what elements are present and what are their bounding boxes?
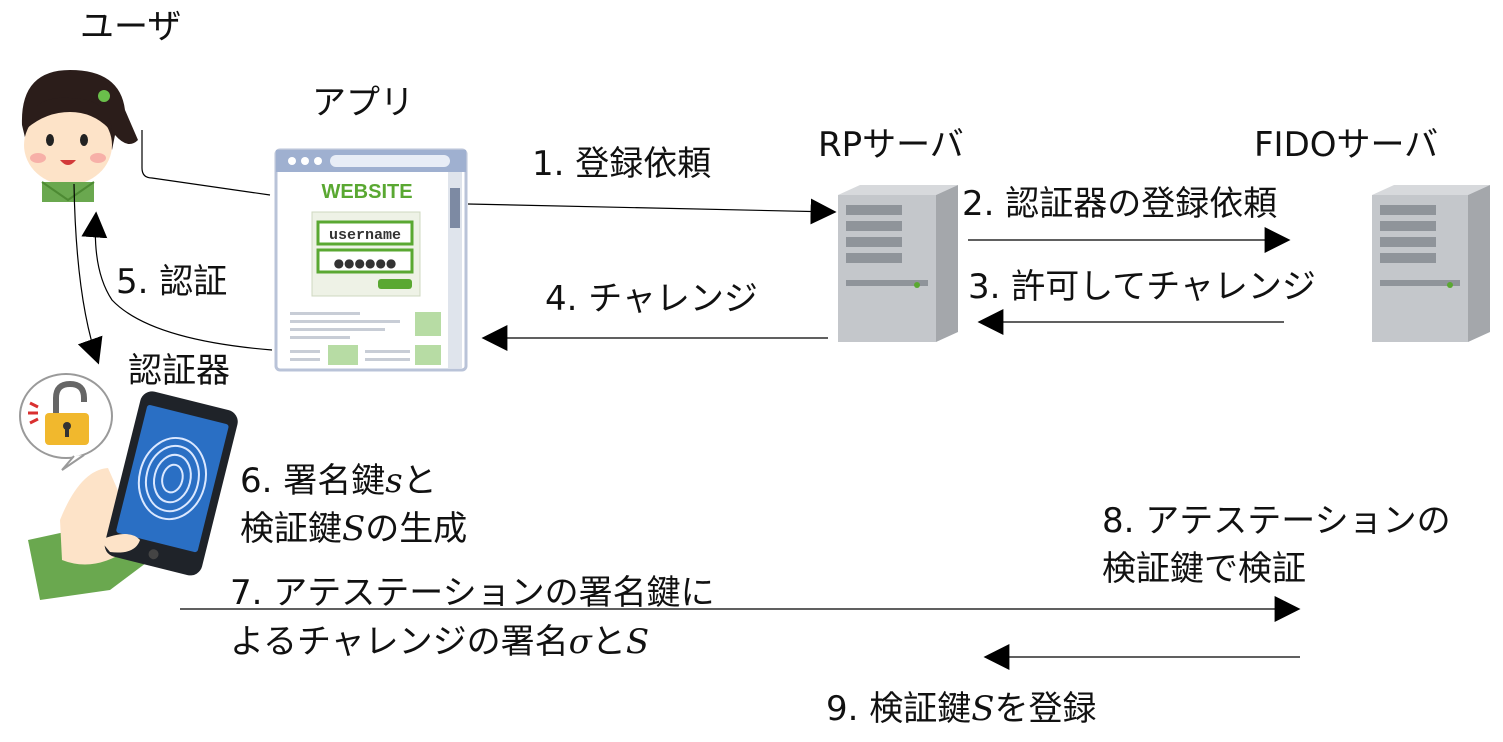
step7-var-sigma: σ xyxy=(568,622,592,662)
fido-server-icon xyxy=(1372,185,1490,342)
step7-text-a: よるチャレンジの署名 xyxy=(230,622,569,662)
label-step7-line2: よるチャレンジの署名σとS xyxy=(230,621,649,663)
label-user: ユーザ xyxy=(80,7,182,47)
step6-text-a: 6. 署名鍵 xyxy=(240,461,386,501)
step6-text-b: と xyxy=(402,461,437,501)
label-step6-line1: 6. 署名鍵sと xyxy=(240,460,437,502)
label-step8-line2: 検証鍵で検証 xyxy=(1102,549,1306,589)
username-field-text: username xyxy=(329,227,401,244)
arrow-step1 xyxy=(467,198,837,225)
smartphone-icon xyxy=(28,391,238,600)
step9-var-S: S xyxy=(971,689,995,729)
website-icon: WEBSITE username ●●●●●● xyxy=(274,148,468,372)
password-mask-text: ●●●●●● xyxy=(334,256,397,270)
label-step5: 5. 認証 xyxy=(116,262,228,302)
label-step3: 3. 許可してチャレンジ xyxy=(968,267,1316,307)
step7-var-S: S xyxy=(625,622,650,662)
rp-server-icon xyxy=(838,185,958,342)
label-step8-line1: 8. アテステーションの xyxy=(1102,501,1451,541)
user-icon xyxy=(21,70,138,202)
label-rp-server: RPサーバ xyxy=(818,125,964,165)
label-step7-line1: 7. アテステーションの署名鍵に xyxy=(230,573,715,613)
label-fido-server: FIDOサーバ xyxy=(1254,125,1439,165)
lock-icon xyxy=(19,373,113,471)
step7-text-b: と xyxy=(591,622,626,662)
label-step1: 1. 登録依頼 xyxy=(532,144,712,184)
step6-text-d: の生成 xyxy=(365,509,468,549)
arrow-step5 xyxy=(81,211,273,351)
user-to-app-line xyxy=(141,130,271,196)
label-step6-line2: 検証鍵Sの生成 xyxy=(240,508,467,550)
step9-text-b: を登録 xyxy=(994,689,1097,729)
arrow-user-to-authenticator xyxy=(73,183,103,365)
label-authenticator: 認証器 xyxy=(128,351,230,391)
step6-var-S: S xyxy=(342,509,366,549)
step6-var-s: s xyxy=(385,461,403,501)
label-app: アプリ xyxy=(312,83,414,123)
label-step4: 4. チャレンジ xyxy=(545,279,758,319)
website-title: WEBSITE xyxy=(321,181,412,203)
label-step9: 9. 検証鍵Sを登録 xyxy=(826,688,1097,730)
step6-text-c: 検証鍵 xyxy=(240,509,342,549)
label-step2: 2. 認証器の登録依頼 xyxy=(962,184,1278,224)
step9-text-a: 9. 検証鍵 xyxy=(826,689,972,729)
